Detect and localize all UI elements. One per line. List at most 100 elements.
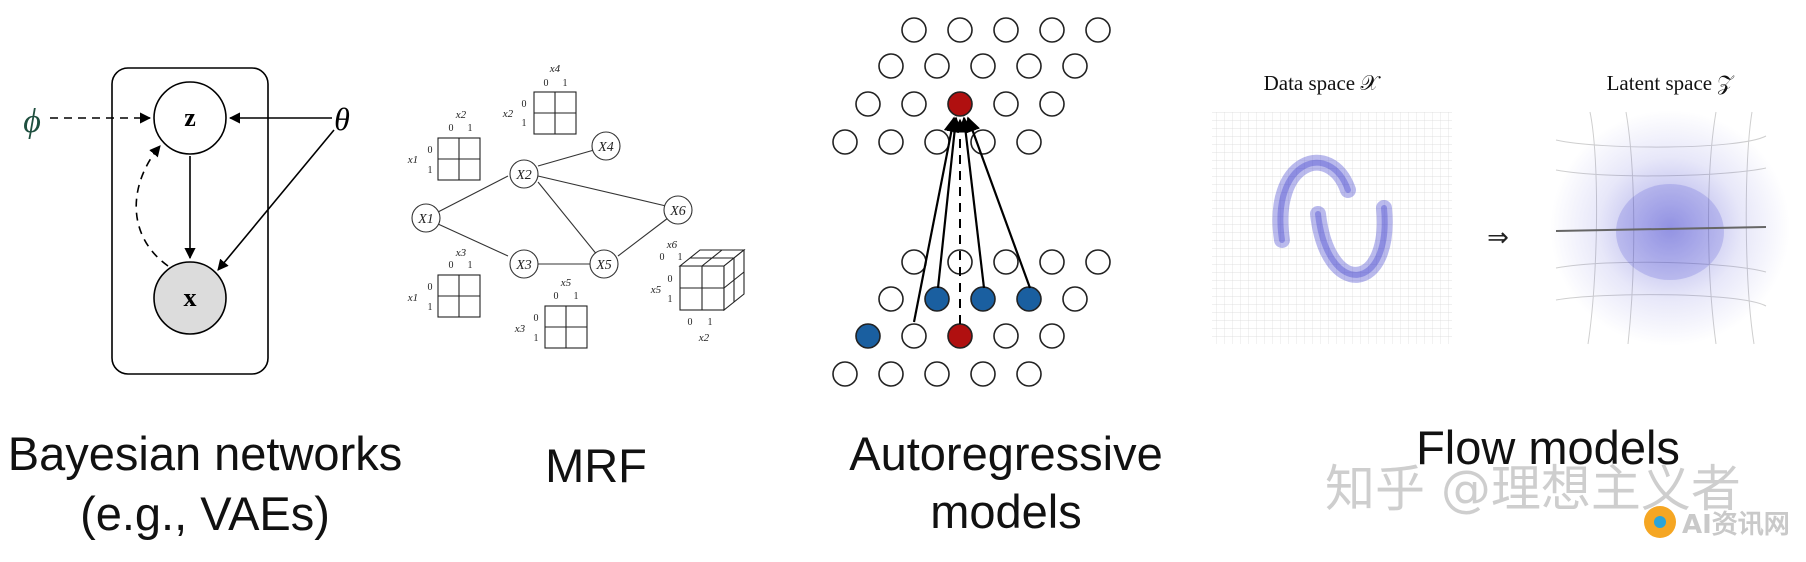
table-col1: 1 (574, 291, 579, 302)
ar-node (855, 91, 881, 117)
autoregressive-diagram (832, 17, 1111, 387)
logo-text: AI资讯网 (1682, 510, 1790, 540)
latent-space-label: Latent space 𝒵 (1607, 71, 1735, 95)
ar-node (1039, 91, 1065, 117)
mrf-node-x3-label: X3 (515, 258, 532, 273)
mrf-edge (537, 175, 667, 207)
cube-depth1: 1 (708, 317, 713, 328)
two-moons-lower-core (1315, 205, 1388, 278)
mrf-node-x6-label: X6 (669, 204, 686, 219)
caption-bayesian-line2: (e.g., VAEs) (80, 487, 330, 540)
table-header: x4 (549, 63, 561, 75)
mrf-edge (617, 217, 669, 257)
table-col0: 0 (449, 260, 454, 271)
x-node-label: x (184, 283, 197, 312)
cube-depth0: 0 (688, 317, 693, 328)
zhihu-watermark: 知乎 @理想主义者 (1325, 460, 1741, 518)
x-node (153, 261, 227, 335)
table-header: x5 (560, 277, 572, 289)
logo-flower-center (1654, 516, 1666, 528)
ar-node (947, 17, 973, 43)
mrf-node-x2 (509, 159, 539, 189)
bayesian-network-diagram: z x ϕ θ (23, 67, 350, 375)
theta-symbol: θ (334, 101, 350, 137)
ar-node-blue (924, 286, 950, 312)
table-header: x2 (455, 109, 467, 121)
potential-cube-x2-x5-x6: x6 0 1 x5 0 1 0 1 x2 (650, 239, 746, 344)
ar-node (993, 91, 1019, 117)
mrf-node-x1 (411, 203, 441, 233)
ar-node (993, 249, 1019, 275)
table-row-var: x3 (514, 323, 526, 335)
table-col0: 0 (449, 123, 454, 134)
ar-node (832, 361, 858, 387)
mrf-node-x4-label: X4 (597, 140, 614, 155)
ai-news-logo: AI资讯网 (1644, 506, 1790, 540)
two-moons-upper (1272, 154, 1356, 248)
cube-row0: 0 (668, 274, 673, 285)
z-node-label: z (184, 103, 196, 132)
ar-node (970, 361, 996, 387)
cube-row-var: x5 (650, 284, 662, 296)
ar-node (924, 53, 950, 79)
ar-node (832, 129, 858, 155)
ar-node (901, 249, 927, 275)
x-to-z-dashed-edge (135, 145, 169, 267)
ar-node (993, 323, 1019, 349)
ar-node (878, 129, 904, 155)
ar-node (1062, 53, 1088, 79)
mrf-edge (437, 223, 509, 257)
data-space-grid (1212, 112, 1452, 344)
ar-node-red (947, 323, 973, 349)
ar-node (1016, 129, 1042, 155)
potential-table-x3-x5: x5 0 1 x3 0 1 (514, 277, 588, 349)
caption-autoregressive-line2: models (930, 485, 1082, 538)
table-col1: 1 (468, 123, 473, 134)
caption-mrf: MRF (545, 439, 647, 492)
ar-node (970, 129, 996, 155)
ar-node (924, 129, 950, 155)
mrf-edge (537, 181, 599, 257)
table-col0: 0 (554, 291, 559, 302)
ar-node (1085, 17, 1111, 43)
mrf-edge (537, 149, 595, 167)
ar-node (1062, 286, 1088, 312)
ar-node (1016, 53, 1042, 79)
table-row1: 1 (522, 118, 527, 129)
mrf-node-x6 (663, 195, 693, 225)
plate-box (111, 67, 269, 375)
cube-col1: 1 (678, 252, 683, 263)
data-space-label: Data space 𝒳 (1264, 71, 1382, 95)
autoregressive-node-grid (832, 17, 1111, 387)
mrf-node-x5 (589, 249, 619, 279)
ar-node (1039, 249, 1065, 275)
ar-node (1039, 17, 1065, 43)
ar-node (1085, 249, 1111, 275)
mrf-node-x4 (591, 131, 621, 161)
ar-node (1039, 323, 1065, 349)
caption-bayesian-line1: Bayesian networks (8, 427, 402, 480)
table-row0: 0 (428, 282, 433, 293)
ar-node (878, 361, 904, 387)
cube-line (723, 271, 745, 289)
cube-row1: 1 (668, 294, 673, 305)
potential-table-x1-x2: x2 0 1 x1 0 1 (407, 109, 481, 181)
potential-table-x1-x3: x3 0 1 x1 0 1 (407, 247, 481, 318)
flow-models-diagram: Data space 𝒳 Latent space 𝒵 ⇒ (1212, 71, 1790, 346)
ar-node (924, 361, 950, 387)
ar-node (901, 17, 927, 43)
ar-node (901, 91, 927, 117)
ar-edge (912, 116, 959, 323)
table-row0: 0 (428, 145, 433, 156)
table-col1: 1 (468, 260, 473, 271)
mrf-edge (437, 175, 509, 213)
theta-to-x-edge (217, 129, 335, 271)
ar-node-blue (1016, 286, 1042, 312)
caption-autoregressive-line1: Autoregressive (849, 427, 1163, 480)
table-row0: 0 (534, 313, 539, 324)
ar-node-blue (970, 286, 996, 312)
ar-node (993, 17, 1019, 43)
table-row-var: x1 (407, 292, 418, 304)
table-row1: 1 (428, 302, 433, 313)
